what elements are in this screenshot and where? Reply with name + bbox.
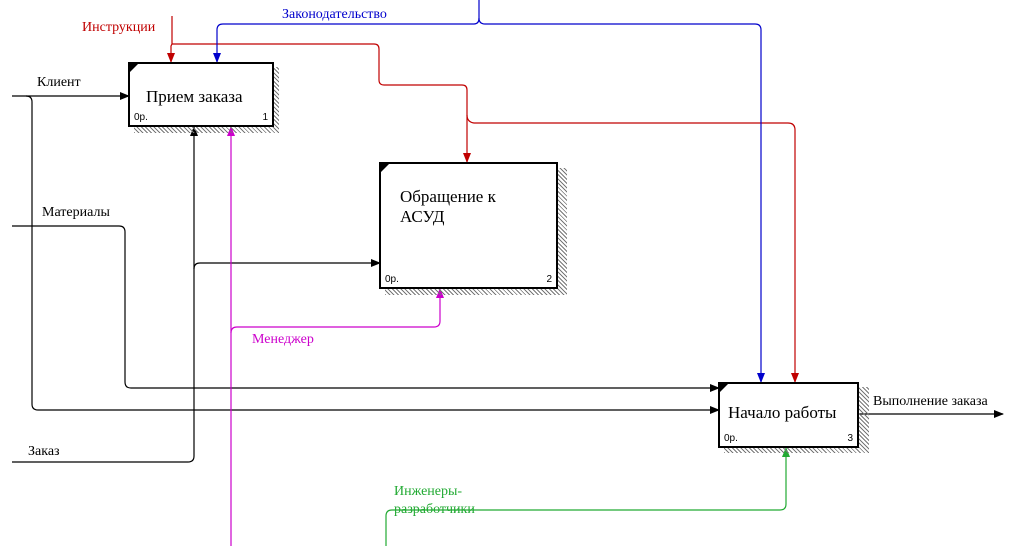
activity-cost: 0р. [134,112,148,123]
label-instructions: Инструкции [82,20,156,35]
label-materials: Материалы [42,205,110,220]
label-engineers: Инженеры-разработчики [394,484,475,517]
box2-corner-mark [381,164,389,172]
arrow-client-to-box3 [25,95,720,414]
arrow-order [12,126,198,463]
label-client: Клиент [37,75,81,90]
label-output: Выполнение заказа [873,394,988,409]
label-order: Заказ [28,444,60,459]
activity-cost: 0р. [724,433,738,444]
activity-title: Обращение к АСУД [400,187,496,226]
activity-cost: 0р. [385,274,399,285]
activity-number: 1 [262,112,268,123]
activity-box-3[interactable]: Начало работы 0р. 3 [718,382,859,448]
activity-number: 2 [546,274,552,285]
activity-title: Прием заказа [146,87,243,106]
activity-box-1[interactable]: Прием заказа 0р. 1 [128,62,274,127]
arrow-instructions-branch [172,43,471,163]
arrow-materials-to-box3 [12,225,720,392]
label-manager: Менеджер [252,332,314,347]
arrow-instructions-to-box3 [466,114,799,383]
arrow-legislation-to-box3 [478,17,765,383]
activity-title: Начало работы [728,403,837,422]
box1-corner-mark [130,64,138,72]
arrow-manager-to-box2 [230,288,444,334]
arrow-order-to-box2 [193,259,381,270]
activity-box-2[interactable]: Обращение к АСУД 0р. 2 [379,162,558,289]
activity-number: 3 [847,433,853,444]
arrow-instructions-to-box1 [167,16,175,63]
label-legislation: Законодательство [282,7,387,22]
arrow-engineers-to-box3 [385,447,790,546]
box3-corner-mark [720,384,728,392]
